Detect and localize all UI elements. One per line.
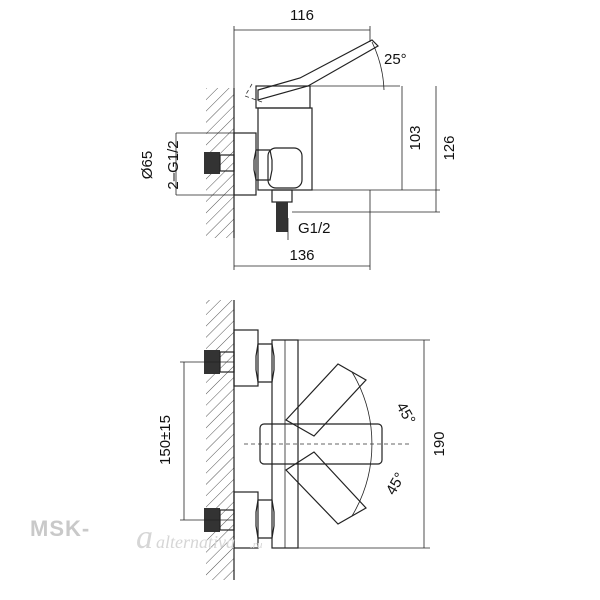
- dim-label-angle-down: 45°: [383, 470, 409, 498]
- hex-nut-top: [253, 149, 273, 181]
- angle-arc-top: [371, 41, 385, 91]
- angle-arc-front: [351, 371, 373, 517]
- dim-label-116: 116: [290, 7, 314, 24]
- inlet-nipple-top: [204, 152, 220, 174]
- watermark: MSK- a alternativa .ru: [30, 516, 263, 556]
- hex-nut-lower: [255, 499, 275, 539]
- dim-label-136: 136: [289, 247, 314, 264]
- watermark-suffix: .ru: [250, 539, 263, 551]
- dim-label-d65: Ø65: [139, 151, 156, 179]
- hex-nut-upper: [255, 343, 275, 383]
- watermark-script: alternativa: [156, 532, 235, 552]
- dim-label-103: 103: [407, 125, 424, 150]
- dim-label-angle-up: 45°: [393, 400, 419, 428]
- lever-rotated-up: [285, 363, 367, 437]
- watermark-brand: MSK-: [30, 516, 90, 541]
- escutcheon-top: [233, 132, 257, 196]
- body-panel-top: [267, 147, 303, 189]
- dim-label-2g12: 2–G1/2: [165, 140, 182, 189]
- lever-rotated-down: [285, 451, 367, 525]
- outlet-collar-top: [271, 189, 293, 203]
- outlet-nipple-top: [276, 202, 288, 232]
- watermark-at-symbol: a: [136, 519, 153, 556]
- dim-label-g12: G1/2: [298, 220, 331, 237]
- inlet-connector-top: [219, 154, 235, 172]
- mixer-body-top: [257, 107, 313, 191]
- dim-label-150: 150±15: [157, 415, 174, 465]
- dim-label-126: 126: [441, 135, 458, 160]
- escutcheon-upper: [233, 329, 259, 387]
- lever-handle-top: [257, 39, 379, 101]
- dim-label-190: 190: [431, 431, 448, 456]
- lever-base-top: [255, 85, 311, 109]
- wall-hatch-bottom: [206, 300, 234, 580]
- top-view: 116 25° 103 126 Ø65 2–G1/2 G1/2 136: [139, 7, 458, 270]
- dim-label-angle-25: 25°: [384, 51, 407, 68]
